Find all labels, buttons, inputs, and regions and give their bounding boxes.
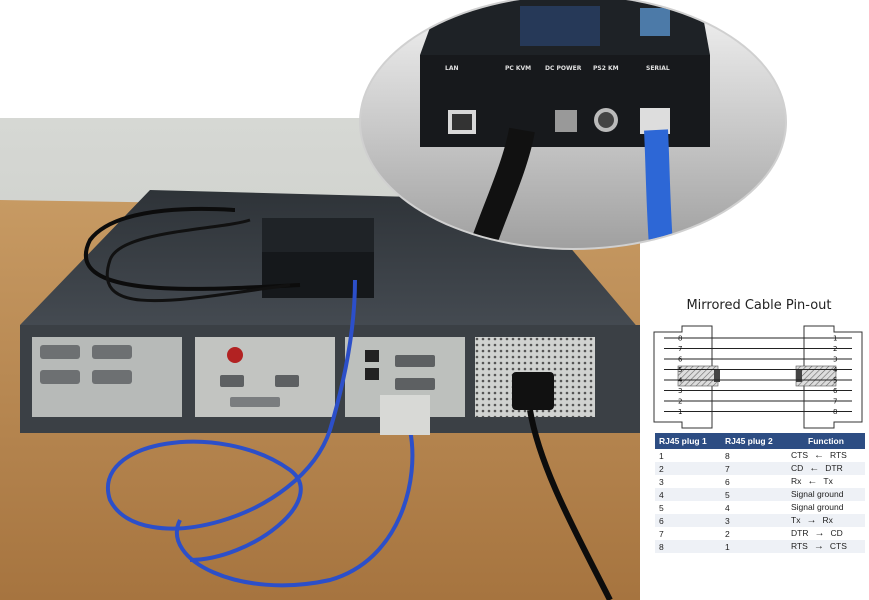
function-cell: CD ← DTR: [787, 462, 865, 475]
header-rj45-plug-1: RJ45 plug 1: [655, 433, 721, 449]
signal-a: RTS: [791, 541, 808, 551]
function-cell: Signal ground: [787, 488, 865, 501]
function-cell: DTR → CD: [787, 527, 865, 540]
right-pin-label: 3: [833, 356, 837, 364]
signal-a: Signal ground: [791, 489, 844, 499]
signal-arrow: →: [813, 541, 824, 552]
pinout-wires: [664, 337, 852, 412]
signal-b: Tx: [823, 476, 833, 486]
left-pin-label: 4: [678, 377, 683, 385]
pinout-diagram: 8 7 6 5 4 3 2 1 1 2 3 4 5 6 7 8: [653, 325, 863, 429]
port-label-pc-kvm: PC KVM: [505, 65, 531, 72]
port-label-ps2-km: PS2 KM: [593, 65, 619, 72]
table-row: 1 8 CTS ← RTS: [655, 449, 865, 462]
right-pin-label: 7: [833, 398, 837, 406]
kvm-box-top: [262, 218, 374, 252]
signal-b: CTS: [829, 541, 847, 551]
power-cable: [527, 409, 613, 600]
serial-adapter: [380, 395, 430, 435]
signal-b: RTS: [830, 450, 847, 460]
table-cell: 7: [721, 462, 787, 475]
table-cell: 8: [655, 540, 721, 553]
function-cell: CTS ← RTS: [787, 449, 865, 462]
table-cell: 1: [659, 450, 664, 461]
signal-arrow: →: [814, 528, 825, 539]
signal-b: DTR: [825, 463, 843, 473]
signal-b: CD: [830, 528, 843, 538]
table-row: 3 6 Rx ← Tx: [655, 475, 865, 488]
signal-a: Signal ground: [791, 502, 844, 512]
table-cell: 3: [659, 476, 664, 487]
signal-a: DTR: [791, 528, 809, 538]
signal-a: Rx: [791, 476, 802, 486]
left-pin-label: 6: [678, 356, 683, 364]
power-plug: [512, 372, 554, 410]
table-cell: 3: [721, 514, 787, 527]
port-label-serial: SERIAL: [646, 65, 670, 72]
table-cell: 2: [725, 528, 730, 539]
port-label-lan: LAN: [445, 65, 459, 72]
left-pin-label: 1: [678, 408, 682, 416]
left-pin-label: 5: [678, 366, 682, 374]
function-cell: Signal ground: [787, 501, 865, 514]
zoom-bubble: [361, 0, 785, 248]
signal-arrow: ←: [809, 463, 820, 474]
table-cell: 4: [655, 488, 721, 501]
table-cell: 5: [721, 488, 787, 501]
pinout-table-header: RJ45 plug 1 RJ45 plug 2 Function: [655, 433, 865, 449]
table-cell: 6: [725, 476, 730, 487]
table-cell: 4: [725, 502, 730, 513]
header-rj45-plug-2: RJ45 plug 2: [721, 433, 787, 449]
signal-a: CD: [791, 463, 804, 473]
signal-arrow: →: [806, 515, 817, 526]
blue-cable: [105, 279, 357, 562]
left-pin-label: 2: [678, 398, 682, 406]
function-cell: Tx → Rx: [787, 514, 865, 527]
table-cell: 5: [659, 502, 664, 513]
table-cell: 6: [655, 514, 721, 527]
table-row: 5 4 Signal ground: [655, 501, 865, 514]
pinout-title: Mirrored Cable Pin-out: [686, 298, 832, 313]
right-pin-label: 2: [833, 345, 837, 353]
signal-arrow: ←: [807, 476, 818, 487]
right-pin-label: 4: [833, 366, 838, 374]
signal-a: CTS: [791, 450, 808, 460]
kvm-box-front: [262, 252, 374, 298]
function-cell: Rx ← Tx: [787, 475, 865, 488]
signal-arrow: ←: [814, 450, 824, 461]
left-pin-label: 7: [678, 345, 682, 353]
table-row: 7 2 DTR → CD: [655, 527, 865, 540]
table-cell: 7: [659, 528, 664, 539]
serial-cable-zoom: [644, 129, 674, 248]
signal-a: Tx: [791, 515, 801, 525]
table-cell: 8: [725, 450, 730, 461]
right-pin-label: 1: [833, 335, 837, 343]
table-cell: 1: [721, 540, 787, 553]
right-pin-label: 5: [833, 377, 837, 385]
table-cell: 2: [655, 462, 721, 475]
left-pin-label: 3: [678, 387, 682, 395]
port-label-dc-power: DC POWER: [545, 65, 582, 72]
signal-b: Rx: [822, 515, 833, 525]
right-pin-label: 6: [833, 387, 838, 395]
function-cell: RTS → CTS: [787, 540, 865, 553]
left-pin-label: 8: [678, 335, 682, 343]
left-ground-hatch: [677, 365, 719, 387]
header-function: Function: [787, 433, 865, 449]
right-pin-label: 8: [833, 408, 837, 416]
